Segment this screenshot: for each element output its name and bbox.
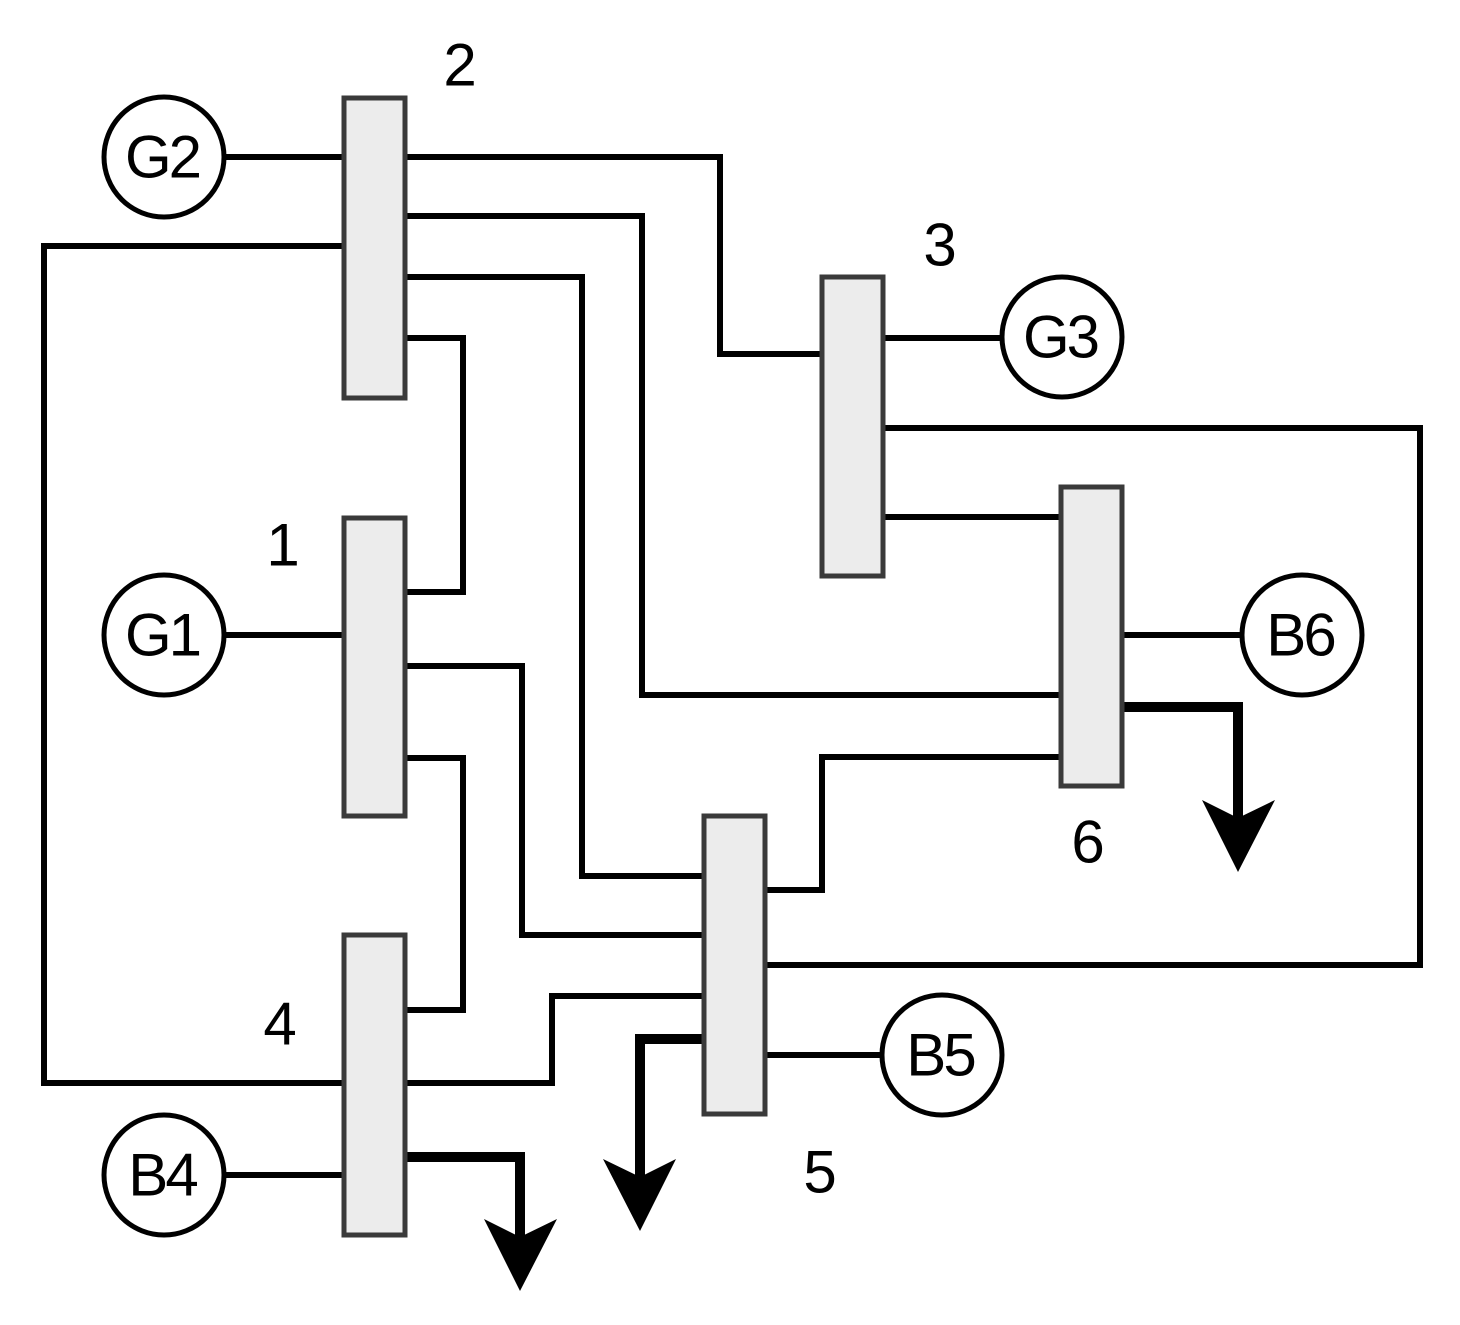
- load-b5: B5: [879, 992, 1005, 1118]
- load-b6: B6: [1239, 572, 1365, 698]
- bus-6-label: 6: [1071, 809, 1104, 876]
- generator-g3-circle: [999, 274, 1125, 400]
- line-bus1-bus4: [405, 755, 466, 1013]
- generator-g3-label: G3: [1023, 304, 1098, 371]
- line-bus1-bus5: [405, 663, 704, 938]
- load-arrow-bus4-line: [405, 1152, 525, 1240]
- load-b5-label: B5: [906, 1022, 974, 1089]
- bus-2: [341, 95, 408, 401]
- load-b6-label: B6: [1266, 602, 1334, 669]
- generator-g2-label: G2: [125, 124, 200, 191]
- line-bus4-bus5: [405, 993, 704, 1086]
- line-bus6-bus5: [765, 754, 1061, 893]
- line-bus2-bus6: [405, 213, 1061, 698]
- bus-3: [819, 274, 886, 579]
- bus-5: [701, 813, 768, 1117]
- generator-g1: G1: [101, 572, 227, 698]
- load-arrow-bus4-head: [484, 1219, 557, 1291]
- bus-5-label: 5: [803, 1139, 836, 1206]
- load-arrow-bus6-head: [1202, 800, 1275, 872]
- node-connections: [224, 154, 1242, 1178]
- generator-g3: G3: [999, 274, 1125, 400]
- load-b4: B4: [101, 1112, 227, 1238]
- bus-labels: 2 1 4 3 6 5: [263, 32, 1104, 1206]
- load-arrow-bus5-head: [603, 1159, 676, 1231]
- load-arrow-bus5-line: [635, 1034, 704, 1180]
- bus-2-label: 2: [443, 32, 476, 99]
- bus-4-label: 4: [263, 991, 296, 1058]
- bus-1-label: 1: [266, 512, 299, 579]
- bus-3-label: 3: [923, 212, 956, 279]
- bus-1: [341, 515, 408, 819]
- bus-bars: [341, 95, 1125, 1238]
- generator-g1-circle: [101, 572, 227, 698]
- bus-6: [1058, 484, 1125, 789]
- transmission-lines: [41, 154, 1423, 1086]
- line-bus2-bus4: [41, 243, 344, 1086]
- line-bus2-bus5: [405, 274, 704, 879]
- generator-g1-label: G1: [125, 602, 200, 669]
- bus-4: [341, 932, 408, 1238]
- generator-g2: G2: [101, 94, 227, 220]
- load-arrows: [405, 702, 1275, 1291]
- line-bus2-bus3: [405, 154, 822, 357]
- line-bus2-bus1: [405, 335, 466, 595]
- load-b4-circle: [101, 1112, 227, 1238]
- load-b4-label: B4: [128, 1142, 197, 1209]
- line-bus3-bus5: [765, 425, 1423, 968]
- load-arrow-bus6-line: [1122, 702, 1243, 820]
- load-b6-circle: [1239, 572, 1365, 698]
- generator-g2-circle: [101, 94, 227, 220]
- load-b5-circle: [879, 992, 1005, 1118]
